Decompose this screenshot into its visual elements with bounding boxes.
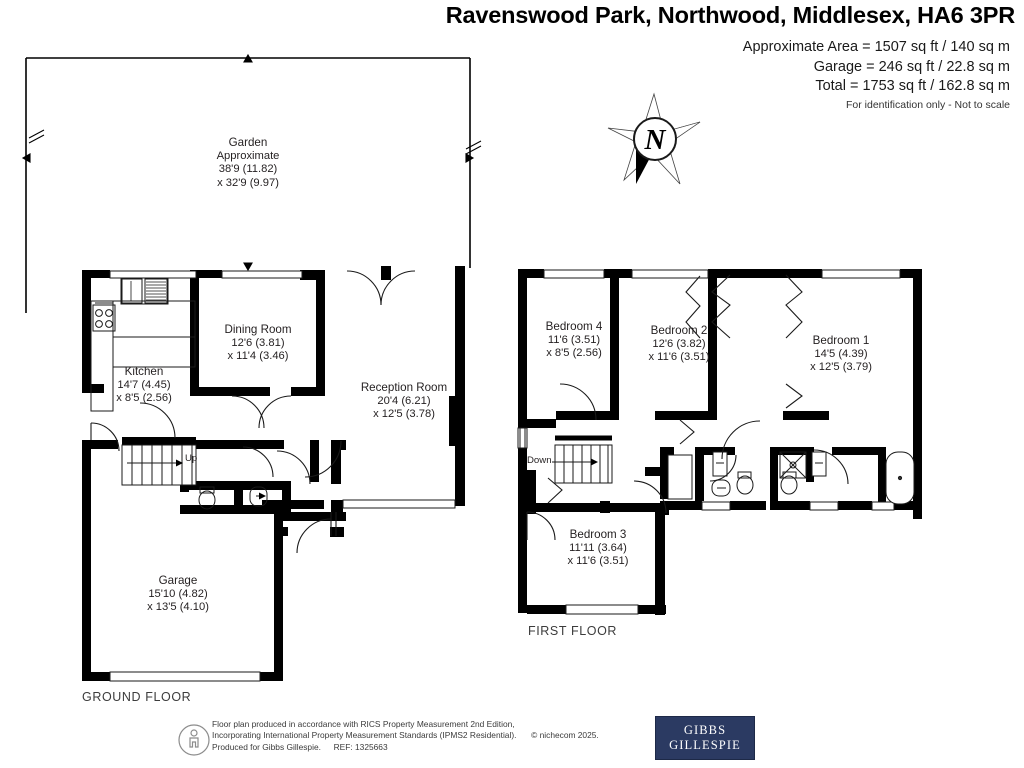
- room-kitchen-dim-2: x 8'5 (2.56): [116, 392, 172, 405]
- area-garage: Garage = 246 sq ft / 22.8 sq m: [813, 58, 1010, 75]
- ground-wc-toilet: [198, 486, 216, 510]
- room-bedroom-1-dim-2: x 12'5 (3.79): [810, 361, 872, 374]
- ground-doors: [90, 270, 416, 554]
- rics-person-icon: [178, 724, 210, 756]
- ground-wc-basin: [249, 486, 268, 507]
- gibbs-gillespie-logo: GIBBS GILLESPIE: [655, 716, 755, 760]
- room-bedroom-2-name: Bedroom 2: [650, 324, 708, 337]
- area-summary: Approximate Area = 1507 sq ft / 140 sq m…: [590, 38, 1010, 113]
- ground-stairs: [121, 444, 197, 486]
- room-kitchen-name: Kitchen: [124, 365, 164, 378]
- logo-line-2: GILLESPIE: [669, 738, 741, 752]
- room-bedroom-4-name: Bedroom 4: [545, 320, 603, 333]
- area-approximate: Approximate Area = 1507 sq ft / 140 sq m: [742, 39, 1010, 55]
- room-reception-name: Reception Room: [360, 381, 448, 394]
- garden-dimension-2: x 32'9 (9.97): [217, 176, 279, 189]
- garden-name: Garden: [228, 136, 268, 149]
- room-reception-dim-2: x 12'5 (3.78): [373, 408, 435, 421]
- room-bedroom-4-dim-2: x 8'5 (2.56): [546, 347, 602, 360]
- room-bedroom-2-dim-2: x 11'6 (3.51): [648, 351, 710, 364]
- room-reception-dim-1: 20'4 (6.21): [377, 394, 431, 407]
- page-title: Ravenswood Park, Northwood, Middlesex, H…: [445, 2, 1015, 28]
- room-bedroom-3-dim-1: 11'11 (3.64): [569, 541, 627, 554]
- room-dining: Dining Room 12'6 (3.81) x 11'4 (3.46): [200, 323, 316, 364]
- room-reception: Reception Room 20'4 (6.21) x 12'5 (3.78): [342, 381, 466, 422]
- room-bedroom-3: Bedroom 3 11'11 (3.64) x 11'6 (3.51): [548, 528, 648, 569]
- room-garage: Garage 15'10 (4.82) x 13'5 (4.10): [130, 574, 226, 615]
- compass-north-label: N: [644, 124, 667, 156]
- room-bedroom-4: Bedroom 4 11'6 (3.51) x 8'5 (2.56): [528, 320, 620, 361]
- footer-disclaimer: Floor plan produced in accordance with R…: [212, 719, 599, 753]
- stairs-up-label: Up: [185, 453, 198, 464]
- first-toilet-2: [780, 471, 798, 495]
- room-bedroom-2-dim-1: 12'6 (3.82): [652, 337, 706, 350]
- garden-label: Garden Approximate 38'9 (11.82) x 32'9 (…: [188, 136, 308, 190]
- first-basin-1: [711, 479, 731, 497]
- stairs-down-label: Down: [527, 455, 552, 466]
- first-stairs: [552, 435, 613, 484]
- logo-line-1: GIBBS: [683, 723, 727, 737]
- room-bedroom-1: Bedroom 1 14'5 (4.39) x 12'5 (3.79): [793, 334, 889, 375]
- room-kitchen: Kitchen 14'7 (4.45) x 8'5 (2.56): [97, 365, 191, 406]
- room-garage-dim-1: 15'10 (4.82): [148, 587, 208, 600]
- room-bedroom-1-name: Bedroom 1: [812, 334, 870, 347]
- compass-rose: N: [607, 92, 701, 185]
- first-toilet-1: [736, 471, 754, 495]
- footer-copyright: © nichecom 2025.: [531, 730, 599, 741]
- ground-floor-label: GROUND FLOOR: [82, 690, 192, 704]
- room-bedroom-2: Bedroom 2 12'6 (3.82) x 11'6 (3.51): [631, 324, 727, 365]
- room-bedroom-3-dim-2: x 11'6 (3.51): [567, 555, 629, 568]
- garden-dimension-1: 38'9 (11.82): [218, 163, 278, 176]
- ground-floor-plan: [82, 266, 465, 682]
- first-floor-walls: [518, 269, 922, 615]
- room-kitchen-dim-1: 14'7 (4.45): [117, 378, 171, 391]
- first-doors: [526, 274, 849, 541]
- first-floor-fixtures: [517, 269, 915, 615]
- room-garage-dim-2: x 13'5 (4.10): [147, 601, 209, 614]
- area-disclaimer: For identification only - Not to scale: [846, 98, 1010, 111]
- area-total: Total = 1753 sq ft / 162.8 sq m: [815, 78, 1010, 94]
- footer-line-1: Floor plan produced in accordance with R…: [212, 719, 515, 729]
- room-dining-name: Dining Room: [224, 323, 292, 336]
- room-garage-name: Garage: [158, 574, 198, 587]
- shower-tray: [779, 451, 807, 479]
- bathtub: [885, 451, 915, 505]
- room-bedroom-3-name: Bedroom 3: [569, 528, 627, 541]
- garden-dimension-arrows: [21, 53, 482, 272]
- first-floor-plan: [517, 269, 922, 615]
- footer-line-2: Incorporating International Property Mea…: [212, 730, 517, 741]
- ground-floor-fixtures: [90, 270, 456, 682]
- room-dining-dim-2: x 11'4 (3.46): [227, 350, 289, 363]
- room-dining-dim-1: 12'6 (3.81): [231, 336, 285, 349]
- first-floor-label: FIRST FLOOR: [528, 624, 618, 638]
- footer-ref: REF: 1325663: [333, 741, 388, 752]
- room-bedroom-4-dim-1: 11'6 (3.51): [547, 333, 601, 346]
- footer-line-3: Produced for Gibbs Gillespie.: [212, 741, 321, 752]
- garden-qualifier: Approximate: [216, 149, 280, 162]
- room-bedroom-1-dim-1: 14'5 (4.39): [814, 347, 868, 360]
